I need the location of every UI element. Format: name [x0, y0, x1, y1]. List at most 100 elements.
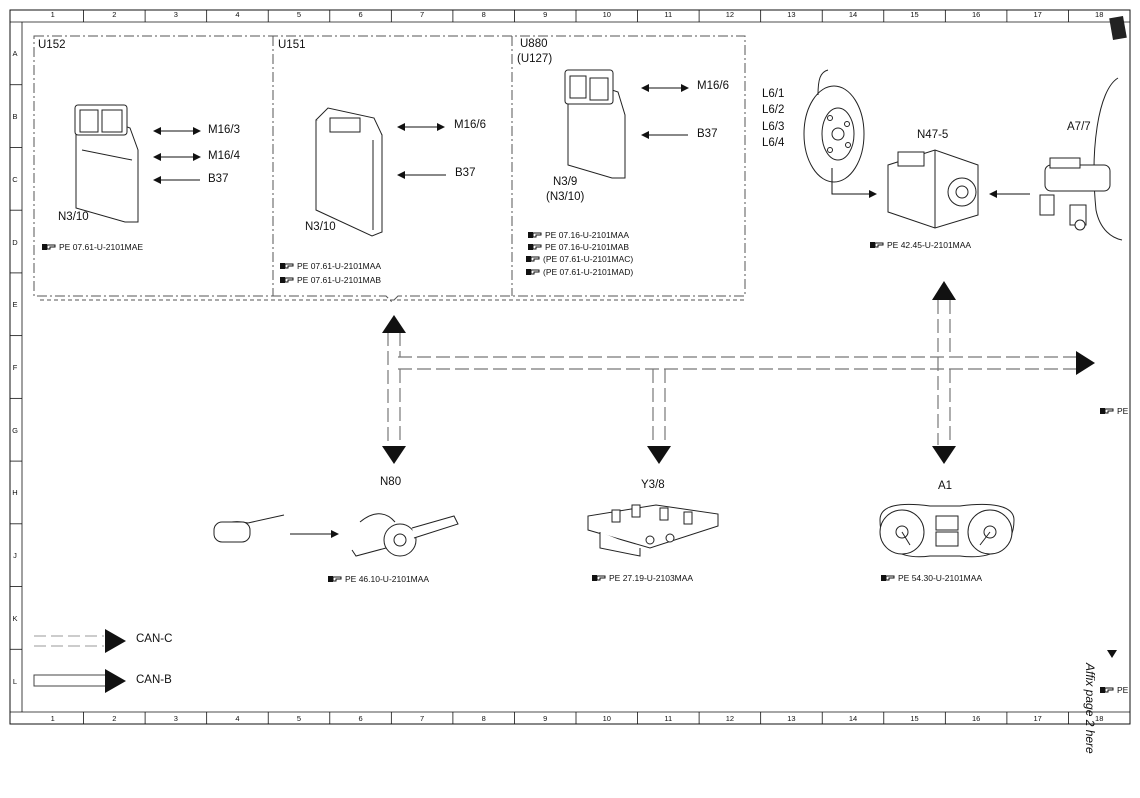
grid-column-label: 2 [112, 10, 117, 19]
grid-column-label: 10 [602, 714, 611, 723]
grid-column-label: 17 [1033, 10, 1042, 19]
sensor-label: L6/3 [762, 121, 785, 133]
document-icon [1109, 15, 1127, 41]
grid-row-label: J [13, 551, 17, 561]
grid-column-label: 8 [481, 714, 486, 723]
grid-column-label: 18 [1095, 10, 1104, 19]
reference-link[interactable]: PE 27.19-U-2103MAA [592, 574, 693, 583]
hand-pointer-icon [526, 255, 540, 263]
grid-column-label: 3 [173, 714, 178, 723]
grid-row-label: L [12, 676, 18, 686]
sensor-label: L6/1 [762, 88, 785, 100]
ecu-port-arrows [153, 84, 689, 184]
legend-drawing [33, 629, 126, 693]
side-note-markers [1107, 650, 1117, 658]
abs-unit-drawing [887, 149, 1030, 229]
grid-column-label: 5 [296, 714, 302, 723]
sensor-label: L6/2 [762, 104, 785, 116]
grid-column-label: 6 [358, 714, 363, 723]
hand-pointer-icon [280, 262, 294, 270]
legend-can-b: CAN-B [136, 674, 172, 686]
grid-row-label: C [12, 174, 18, 184]
port-label: M16/6 [697, 80, 729, 92]
part-label: N3/10 [58, 211, 89, 223]
port-label: B37 [455, 167, 476, 179]
grid-column-label: 15 [910, 10, 919, 19]
can-c-bus [387, 300, 1080, 445]
reference-link[interactable]: (PE 07.61-U-2101MAC) [526, 255, 633, 264]
hand-pointer-icon [592, 574, 606, 582]
brake-booster-drawing [1039, 77, 1123, 241]
grid-row-label: A [12, 49, 18, 59]
hand-pointer-icon [526, 268, 540, 276]
reference-link[interactable]: PE 42.45-U-2101MAA [870, 241, 971, 250]
component-label-n80: N80 [380, 476, 402, 488]
reference-link[interactable]: PE 07.61-U-2101MAB [280, 276, 381, 285]
page-frame [9, 9, 1131, 725]
reference-link[interactable]: PE 07.61-U-2101MAE [42, 243, 143, 252]
grid-column-label: 11 [664, 10, 673, 19]
hand-pointer-icon [42, 243, 56, 251]
side-note: Affix page 2 here [1083, 663, 1097, 754]
grid-column-label: 18 [1095, 714, 1104, 723]
grid-column-label: 14 [848, 10, 858, 19]
module-title-u151: U151 [278, 39, 306, 51]
grid-column-label: 4 [235, 714, 240, 723]
component-label-n47: N47-5 [917, 129, 949, 141]
grid-column-label: 17 [1033, 714, 1042, 723]
legend-can-c: CAN-C [136, 633, 173, 645]
part-label-alt: (N3/10) [546, 191, 585, 203]
grid-column-label: 15 [910, 714, 919, 723]
hand-pointer-icon [528, 243, 542, 251]
bus-arrowheads [382, 281, 1095, 464]
port-label: B37 [208, 173, 229, 185]
grid-column-label: 11 [664, 714, 673, 723]
reference-link[interactable]: PE 07.61-U-2101MAA [280, 262, 381, 271]
reference-link[interactable]: (PE 07.61-U-2101MAD) [526, 268, 633, 277]
grid-row-label: H [12, 488, 18, 498]
grid-column-label: 12 [725, 714, 735, 723]
grid-column-label: 13 [787, 10, 796, 19]
hand-pointer-icon [1100, 407, 1114, 415]
hand-pointer-icon [328, 575, 342, 583]
grid-row-label: F [12, 363, 18, 372]
module-title-u127: (U127) [517, 53, 553, 65]
part-label: N3/10 [305, 221, 336, 233]
sensor-label: L6/4 [762, 137, 785, 149]
grid-column-label: 6 [358, 10, 363, 19]
grid-column-label: 2 [112, 714, 117, 723]
reference-link[interactable]: PE 54.30-U-2101MAA [881, 574, 982, 583]
port-label: M16/6 [454, 119, 486, 131]
hand-pointer-icon [870, 241, 884, 249]
grid-row-label: G [12, 425, 18, 435]
reference-link[interactable]: PE 07.16-U-2101MAA [528, 231, 629, 240]
reference-link[interactable]: PE 07.16-U-2101MAB [528, 243, 629, 252]
reference-link-edge[interactable]: PE [1100, 407, 1128, 416]
hand-pointer-icon [280, 276, 294, 284]
grid-column-label: 3 [173, 10, 178, 19]
component-label-a77: A7/7 [1067, 121, 1091, 133]
grid-row-label: E [12, 300, 18, 310]
ecu-u880-drawing [564, 69, 626, 179]
valve-body-drawing [587, 504, 719, 557]
grid-column-label: 5 [296, 10, 302, 19]
grid-column-label: 12 [725, 10, 735, 19]
grid-column-label: 14 [848, 714, 858, 723]
port-label: M16/3 [208, 124, 240, 136]
grid-row-label: D [12, 237, 18, 247]
port-label: M16/4 [208, 150, 240, 162]
grid-column-label: 7 [420, 714, 425, 723]
instrument-cluster-drawing [879, 503, 1015, 558]
grid-column-label: 1 [50, 714, 55, 723]
grid-column-label: 1 [50, 10, 55, 19]
ecu-u151-drawing [315, 107, 383, 237]
ecu-u152-drawing [74, 104, 139, 223]
reference-link[interactable]: PE 46.10-U-2101MAA [328, 575, 429, 584]
grid-column-label: 13 [787, 714, 796, 723]
reference-link-edge[interactable]: PE [1100, 686, 1128, 695]
module-title-u880: U880 [520, 38, 548, 50]
grid-column-label: 4 [235, 10, 240, 19]
component-label-y38: Y3/8 [641, 479, 665, 491]
